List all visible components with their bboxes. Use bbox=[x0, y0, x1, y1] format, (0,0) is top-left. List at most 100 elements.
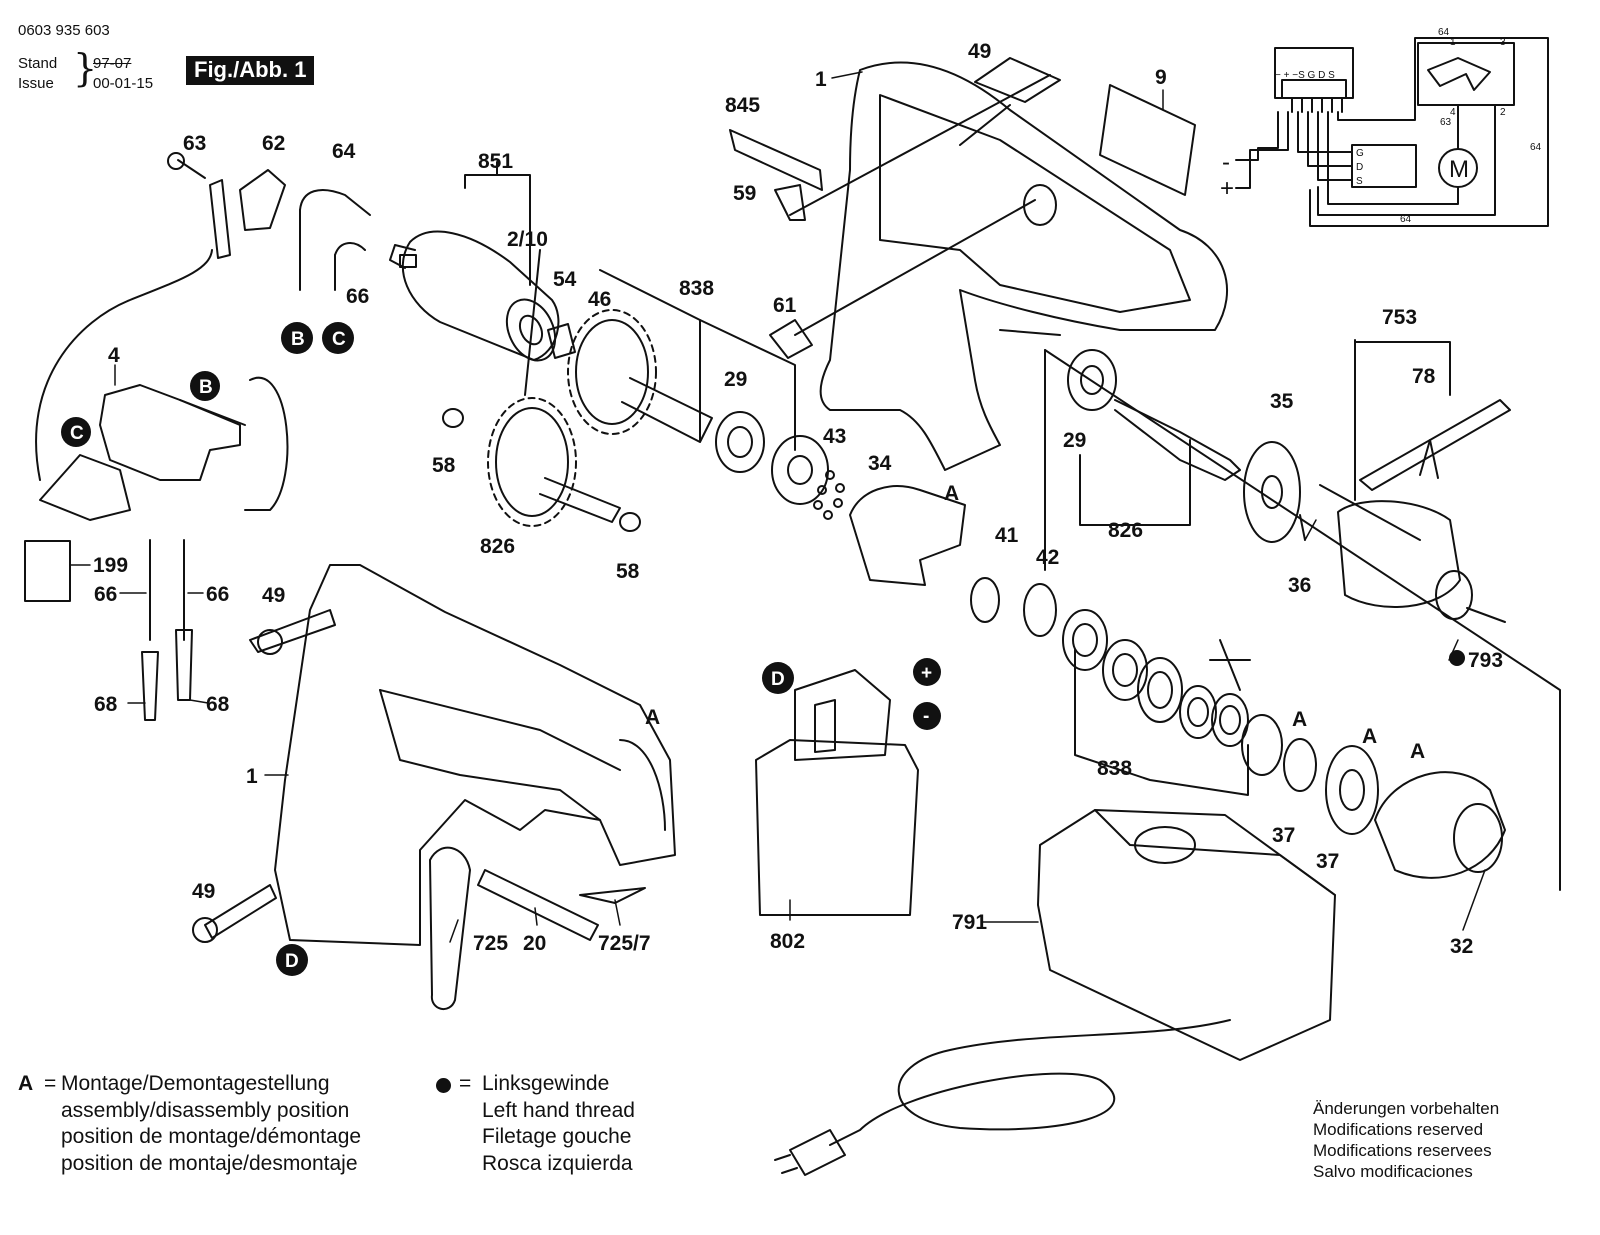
schematic-wire-63: 63 bbox=[1440, 117, 1452, 128]
housing-half-lower bbox=[274, 564, 676, 946]
schematic-wire-64-c: 64 bbox=[1400, 214, 1412, 225]
schematic-term-4: 4 bbox=[1450, 107, 1456, 118]
callout-9: 9 bbox=[1155, 66, 1167, 89]
legend-b-line-en: Left hand thread bbox=[482, 1098, 635, 1122]
part-number: 0603 935 603 bbox=[18, 22, 110, 39]
modifications-notice: Änderungen vorbehalten Modifications res… bbox=[1313, 1098, 1499, 1182]
fet-pin-g: G bbox=[1356, 148, 1364, 159]
marker-circles: B C B C D D + - bbox=[61, 322, 1465, 976]
issue-value: 00-01-15 bbox=[93, 75, 154, 92]
brace-glyph: } bbox=[73, 46, 98, 90]
callout-32: 32 bbox=[1450, 935, 1473, 958]
callout-a-4: A bbox=[1362, 725, 1377, 748]
callout-42: 42 bbox=[1036, 546, 1059, 569]
callout-61: 62 bbox=[262, 132, 285, 155]
battery-plus: + bbox=[921, 663, 932, 684]
callout-29-right: 29 bbox=[1063, 429, 1086, 452]
callout-59: 61 bbox=[773, 294, 797, 317]
charger bbox=[774, 809, 1336, 1176]
schematic-term-3: 3 bbox=[1500, 37, 1506, 48]
marker-c-1: C bbox=[332, 329, 346, 350]
schematic-wire-64-a: 64 bbox=[1438, 27, 1450, 38]
callout-725-7: 78 bbox=[1412, 365, 1436, 388]
motor bbox=[389, 230, 560, 362]
legend-a-line-fr: position de montage/démontage bbox=[61, 1125, 362, 1148]
callout-725: 753 bbox=[1382, 306, 1417, 329]
legend-a-line-de: Montage/Demontagestellung bbox=[61, 1072, 330, 1095]
callout-66-left: 68 bbox=[94, 693, 118, 716]
callout-33: 34 bbox=[868, 452, 892, 475]
gear-851 bbox=[487, 397, 621, 527]
callout-793: 845 bbox=[725, 94, 760, 117]
small-parts bbox=[442, 323, 845, 532]
callout-a-1: A bbox=[944, 482, 959, 505]
callout-826: 826 bbox=[1108, 519, 1143, 542]
gear-46 bbox=[567, 309, 713, 443]
callout-78: 793 bbox=[1468, 649, 1503, 672]
notice-de: Änderungen vorbehalten bbox=[1313, 1099, 1500, 1118]
front-parts bbox=[849, 349, 1506, 879]
callout-2-10: 2/10 bbox=[507, 228, 548, 251]
callout-47: 49 bbox=[968, 40, 991, 63]
legend-left-hand-thread: Linksgewinde Left hand thread Filetage g… bbox=[482, 1071, 635, 1177]
callout-35: 36 bbox=[1288, 574, 1311, 597]
marker-d-2: D bbox=[285, 951, 299, 972]
misc-parts bbox=[429, 57, 1196, 1010]
bracket-lines bbox=[464, 74, 1561, 891]
callout-753: 791 bbox=[952, 911, 987, 934]
callout-49-bottom: 49 bbox=[192, 880, 215, 903]
fet-pin-d: D bbox=[1356, 162, 1363, 173]
callout-48: 54 bbox=[553, 268, 577, 291]
callout-labels: 1 49 9 845 59 61 63 62 64 851 2/10 66 54… bbox=[93, 40, 1503, 958]
callout-54-right: 58 bbox=[616, 560, 640, 583]
legend-a-key: A bbox=[18, 1072, 34, 1095]
housing-half-upper bbox=[819, 61, 1229, 471]
battery-plus-label: + bbox=[1220, 175, 1234, 202]
callout-34: 35 bbox=[1270, 390, 1294, 413]
schematic-labels: − + −S G D S 64 64 64 63 1 3 4 2 G D S M… bbox=[1220, 27, 1542, 225]
callout-a-5: A bbox=[1410, 740, 1425, 763]
leader-lines bbox=[69, 71, 1486, 943]
stand-label: Stand bbox=[18, 55, 58, 72]
callout-64-top: 66 bbox=[346, 285, 369, 308]
legend-b-line-fr: Filetage gouche bbox=[482, 1125, 632, 1148]
marker-c-2: C bbox=[70, 423, 84, 444]
callout-41: 41 bbox=[995, 524, 1019, 547]
left-hand-thread-dot-icon bbox=[436, 1078, 451, 1093]
callout-64-left: 66 bbox=[94, 583, 117, 606]
schematic-term-1: 1 bbox=[1450, 37, 1456, 48]
legend-a-line-es: position de montaje/desmontaje bbox=[61, 1151, 358, 1175]
wiring-schematic bbox=[1235, 37, 1549, 227]
callout-1-top: 1 bbox=[815, 68, 827, 91]
callout-36: 37 bbox=[1316, 850, 1339, 873]
marker-b-2: B bbox=[199, 377, 213, 398]
legend-b-equals: = bbox=[459, 1072, 472, 1095]
callout-802: 851 bbox=[478, 150, 513, 173]
callout-62: 63 bbox=[183, 132, 206, 155]
notice-es: Salvo modificaciones bbox=[1313, 1162, 1473, 1181]
callout-845: 838 bbox=[679, 277, 714, 300]
callout-46: 46 bbox=[588, 288, 611, 311]
issue-label: Issue bbox=[18, 75, 54, 92]
callout-58: 59 bbox=[733, 182, 756, 205]
battery-minus-label: - bbox=[1222, 149, 1230, 176]
figure-title: Fig./Abb. 1 bbox=[186, 56, 315, 85]
callout-43: 43 bbox=[823, 425, 846, 448]
callout-49-top: 49 bbox=[262, 584, 285, 607]
marker-b-1: B bbox=[291, 329, 305, 350]
callout-199: 725/7 bbox=[598, 932, 651, 955]
legend-a-equals: = bbox=[44, 1072, 57, 1095]
legend-b-line-de: Linksgewinde bbox=[482, 1072, 610, 1095]
callout-54-left: 58 bbox=[432, 454, 456, 477]
callout-a-2: A bbox=[645, 706, 660, 729]
schematic-connector-label: − + −S G D S bbox=[1275, 70, 1335, 81]
callout-20: 20 bbox=[523, 932, 546, 955]
callout-a-3: A bbox=[1292, 708, 1307, 731]
callout-68: 199 bbox=[93, 554, 128, 577]
callout-71: 725 bbox=[473, 932, 508, 955]
callout-63: 64 bbox=[332, 140, 356, 163]
callout-791: 802 bbox=[770, 930, 805, 953]
legend-a-line-en: assembly/disassembly position bbox=[61, 1098, 350, 1122]
schematic-wire-64-b: 64 bbox=[1530, 142, 1542, 153]
